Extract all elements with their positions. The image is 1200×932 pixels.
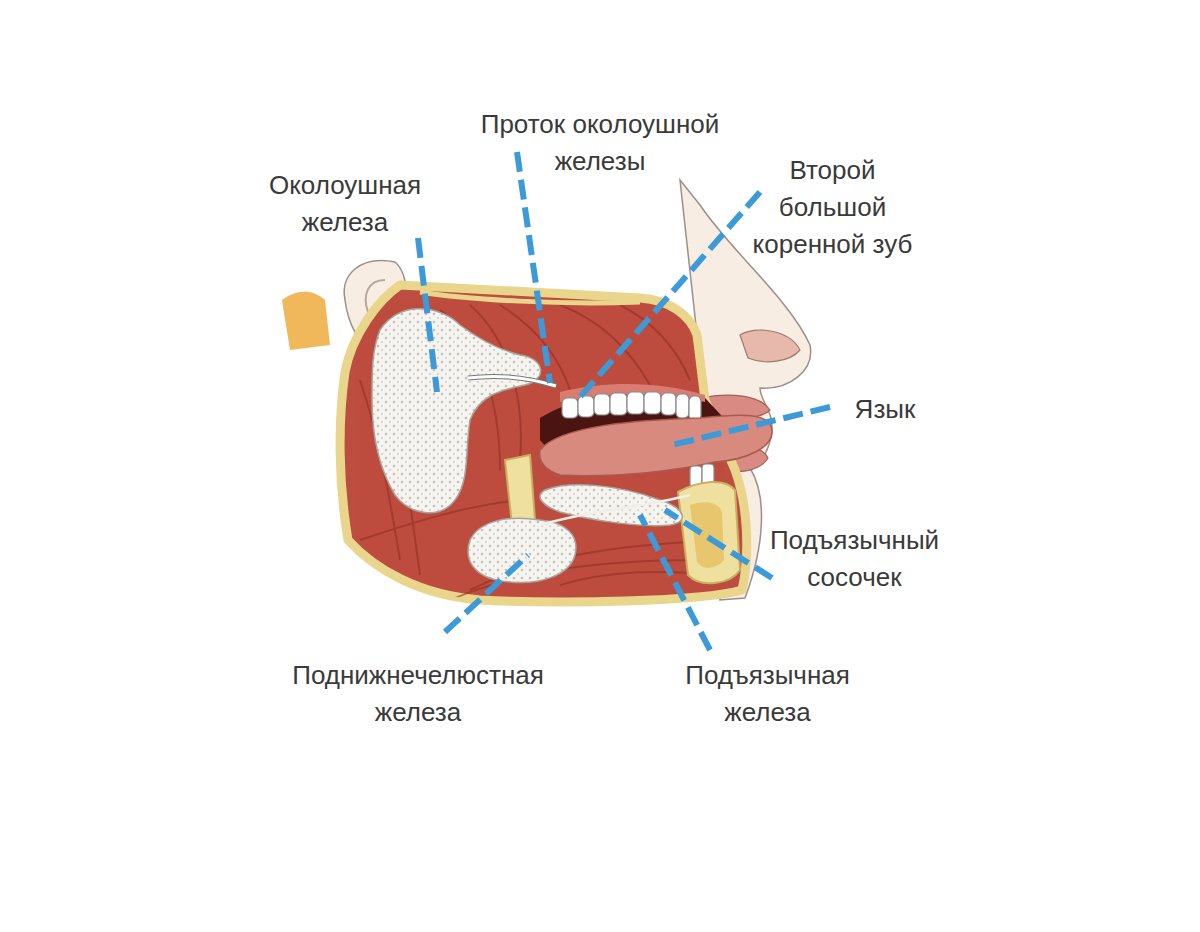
part-label: Подъязычный сосочек: [752, 522, 957, 596]
hair: [282, 292, 330, 350]
leader-line: [418, 238, 437, 392]
illustration-part: [562, 398, 578, 418]
bone-edge: [420, 292, 640, 303]
illustration-part: [578, 396, 594, 417]
illustration-part: [627, 392, 644, 414]
part-label: Подъязычная железа: [665, 657, 870, 731]
leader-line: [580, 192, 760, 397]
illustration-part: [661, 393, 676, 415]
mandible-section: [678, 482, 740, 583]
ramus-section: [505, 455, 535, 525]
illustration-part: [689, 396, 701, 421]
bone-marrow: [690, 502, 724, 567]
illustration-part: [676, 394, 689, 418]
part-label: Язык: [835, 391, 935, 428]
illustration-part: [610, 393, 627, 415]
nostril: [740, 330, 800, 362]
tongue: [540, 415, 772, 475]
leader-line: [517, 152, 550, 383]
parotid-duct-outline: [468, 376, 556, 386]
leader-line: [665, 510, 772, 578]
part-label: Поднижнечелюстная железа: [268, 657, 568, 731]
leader-lines: [418, 152, 830, 650]
parotid-gland: [372, 309, 541, 513]
illustration-part: [594, 394, 610, 415]
part-label: Второй большой коренной зуб: [745, 152, 920, 263]
parotid-duct: [468, 376, 556, 386]
leader-line: [672, 407, 830, 445]
leader-line: [445, 555, 528, 632]
submandibular-gland: [468, 518, 576, 582]
part-label: Околоушная железа: [255, 167, 435, 241]
part-label: Проток околоушной железы: [450, 106, 750, 180]
illustration-part: [644, 392, 661, 414]
leader-line: [640, 515, 710, 650]
